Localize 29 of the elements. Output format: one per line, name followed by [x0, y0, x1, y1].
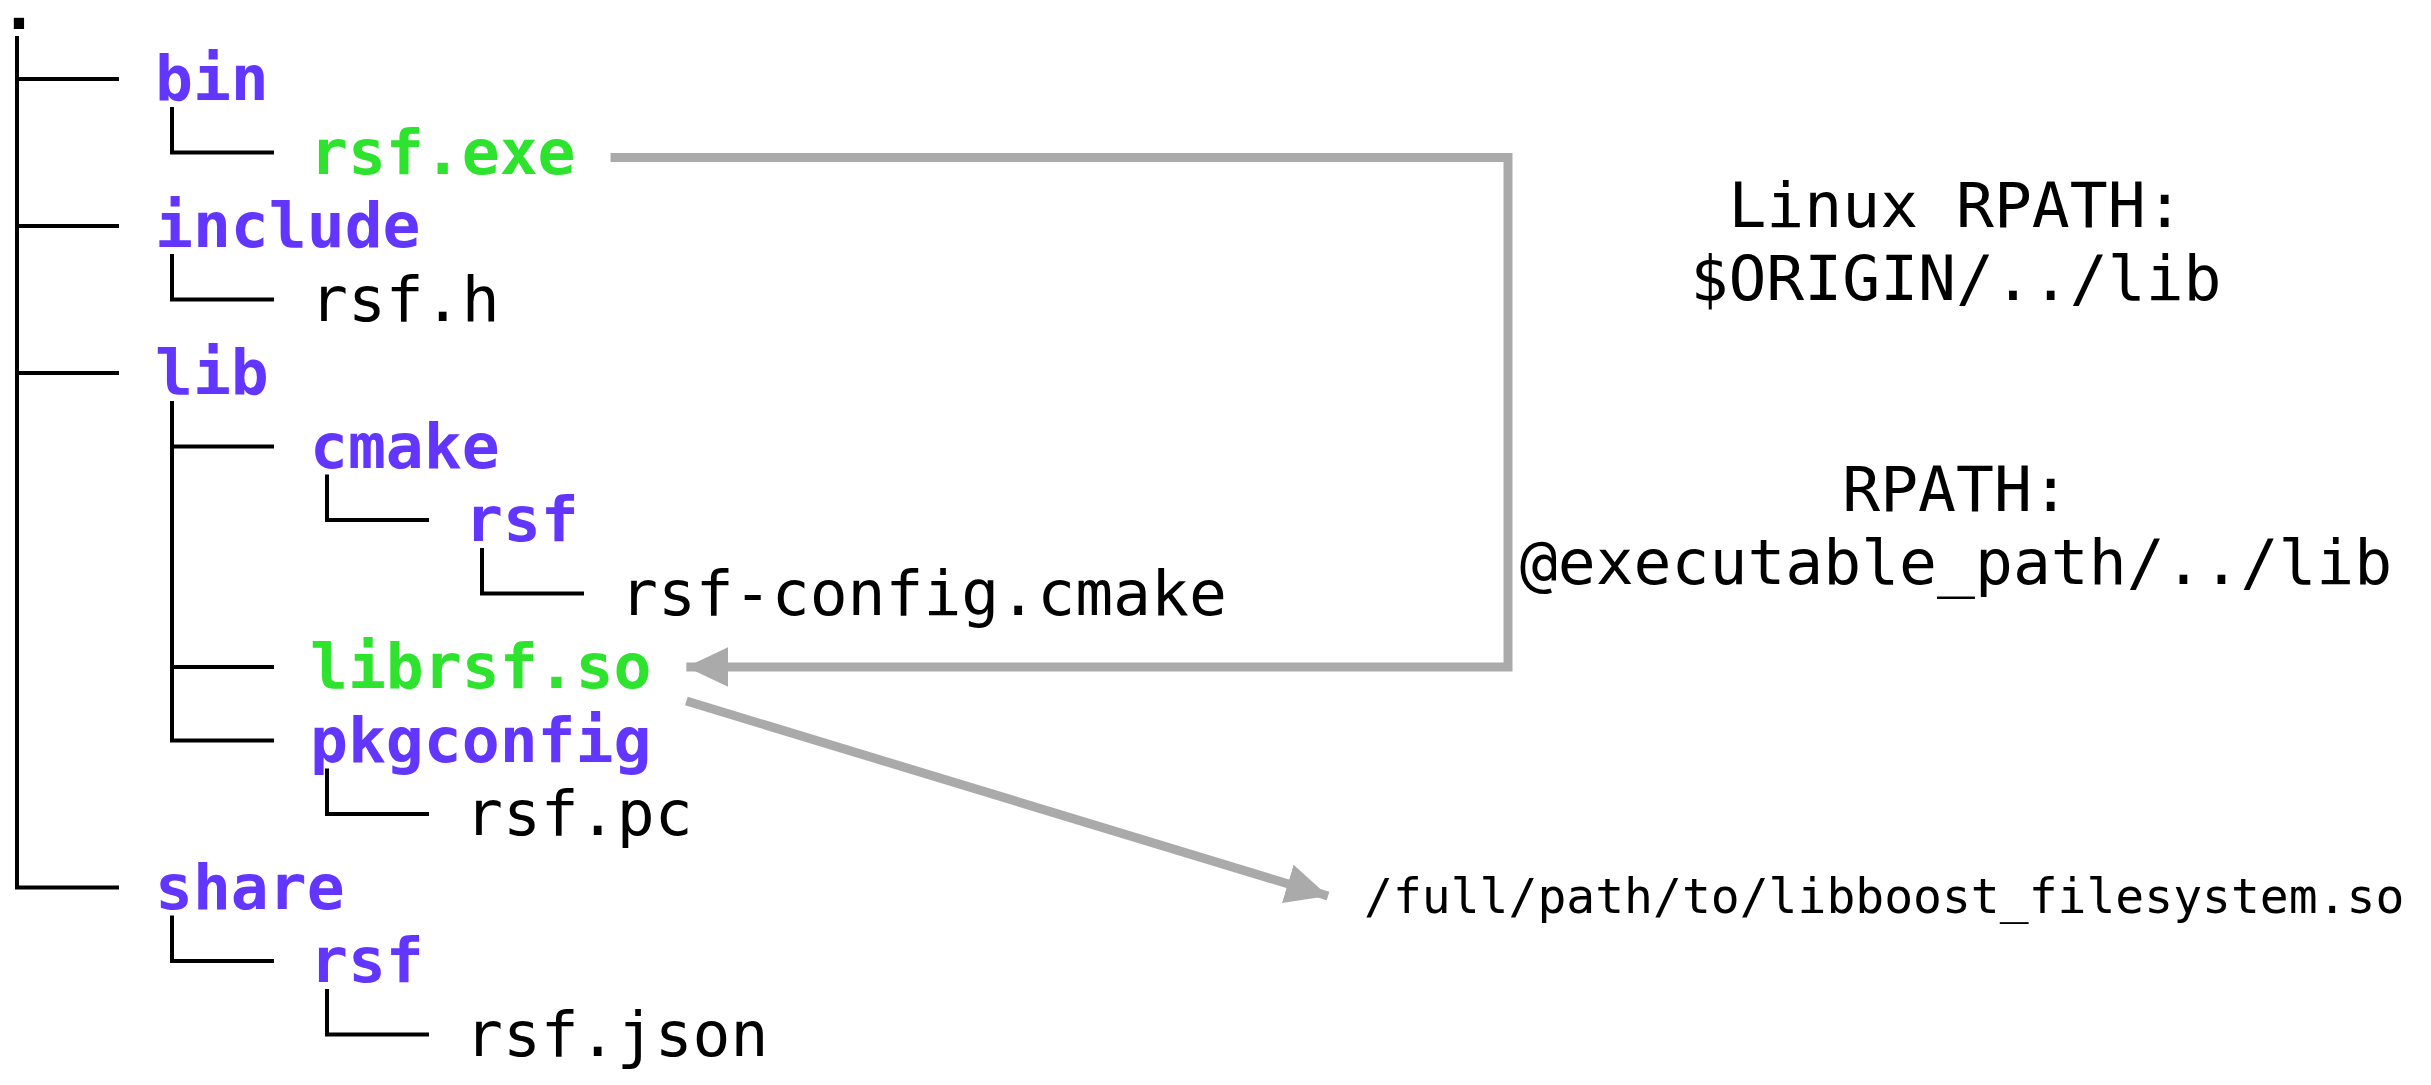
arrow — [610, 153, 1513, 687]
tree-branch-line — [325, 474, 429, 522]
folder-name: rsf — [274, 927, 444, 995]
folder-name: rsf — [429, 486, 599, 554]
file-name: rsf.json — [429, 1000, 789, 1069]
tree-branch-line — [170, 254, 274, 302]
folder-name: bin — [119, 45, 289, 113]
tree-branch-line — [325, 989, 429, 1037]
arrow — [685, 696, 1330, 903]
folder-name: include — [119, 192, 441, 260]
tree-branch-line — [170, 401, 274, 743]
rpath-note: RPATH: @executable_path/../lib — [1518, 453, 2394, 599]
file-name: rsf-config.cmake — [584, 559, 1247, 628]
root-folder-label: . — [0, 0, 38, 30]
folder-name: share — [119, 853, 365, 922]
file-name: rsf.pc — [429, 780, 713, 848]
tree-branch-line — [170, 107, 274, 155]
rpath-note: Linux RPATH: $ORIGIN/../lib — [1689, 169, 2223, 315]
tree-branch-line — [15, 36, 119, 890]
folder-name: pkgconfig — [274, 706, 672, 775]
library-path-label: /full/path/to/libboost_filesystem.so — [1328, 862, 2405, 930]
binary-file-name: rsf.exe — [274, 118, 611, 187]
tree-branch-line — [170, 915, 274, 963]
tree-branch-line — [480, 548, 584, 596]
folder-name: cmake — [274, 412, 520, 481]
binary-file-name: librsf.so — [274, 633, 687, 701]
tree-branch-line — [325, 768, 429, 816]
file-name: rsf.h — [274, 265, 520, 334]
folder-name: lib — [119, 339, 289, 407]
